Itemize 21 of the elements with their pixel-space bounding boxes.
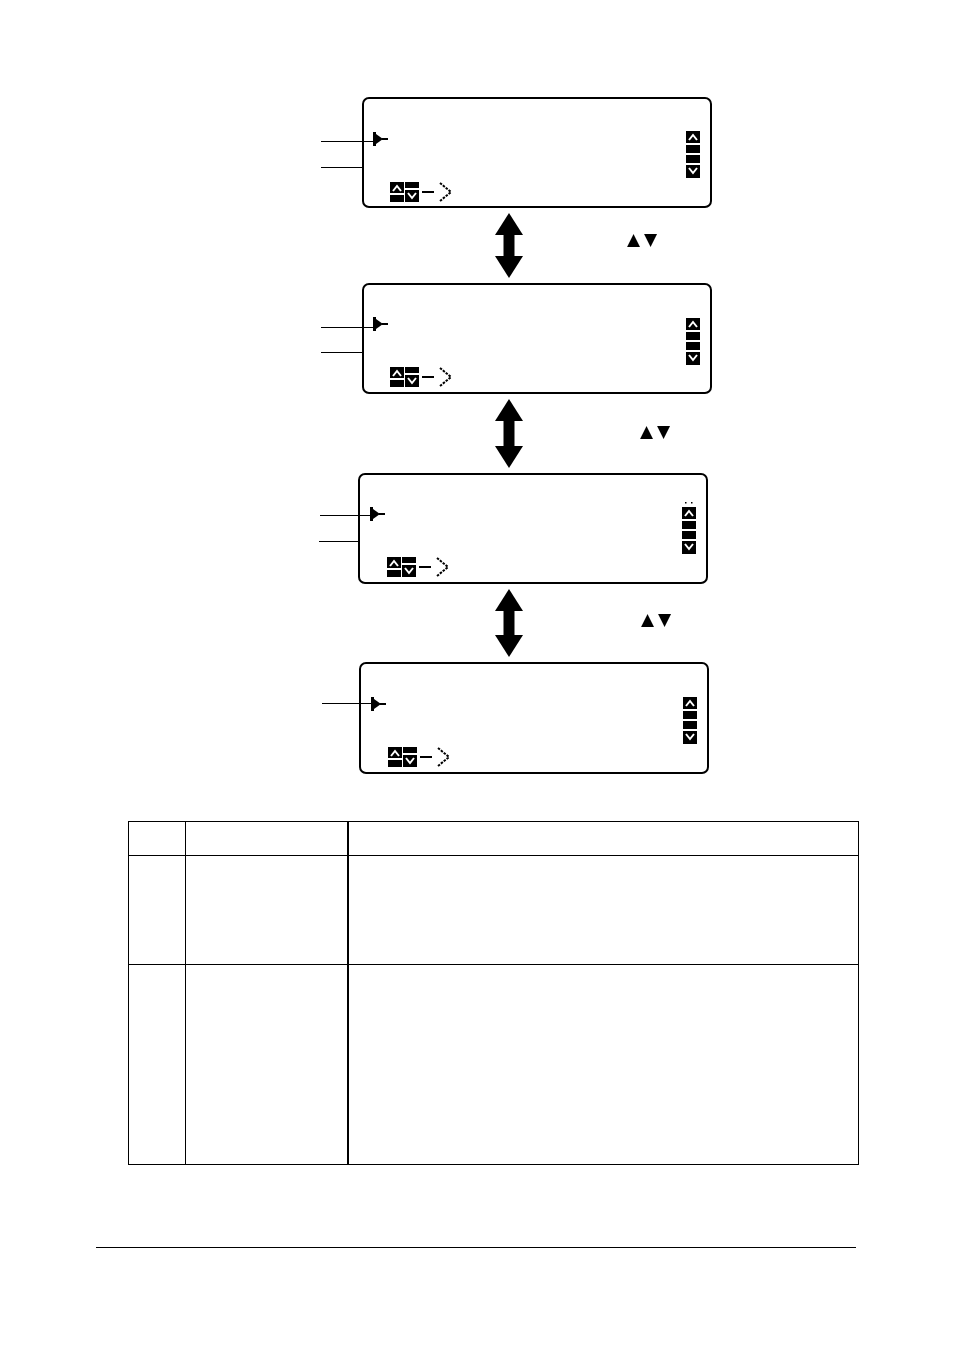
- cursor-icon: [373, 317, 388, 331]
- cursor-icon: [371, 697, 386, 711]
- double-arrow: [495, 213, 523, 278]
- leader-line: [318, 541, 359, 542]
- leader-line: [319, 515, 371, 516]
- cursor-icon: [370, 507, 385, 521]
- leader-line: [320, 327, 374, 328]
- display-screen: [362, 97, 712, 208]
- double-arrow: [495, 589, 523, 657]
- arrow-key-symbols: ▲▼: [640, 422, 675, 440]
- cursor-icon: [373, 132, 388, 146]
- leader-line: [320, 141, 374, 142]
- display-screen: [362, 283, 712, 394]
- double-arrow: [495, 399, 523, 468]
- leader-line: [320, 352, 363, 353]
- leader-line: [320, 167, 363, 168]
- arrow-key-symbols: ▲▼: [641, 610, 676, 628]
- display-screen: [358, 473, 708, 584]
- arrow-key-symbols: ▲▼: [627, 230, 662, 248]
- display-screen: [359, 662, 709, 774]
- leader-line: [321, 703, 372, 704]
